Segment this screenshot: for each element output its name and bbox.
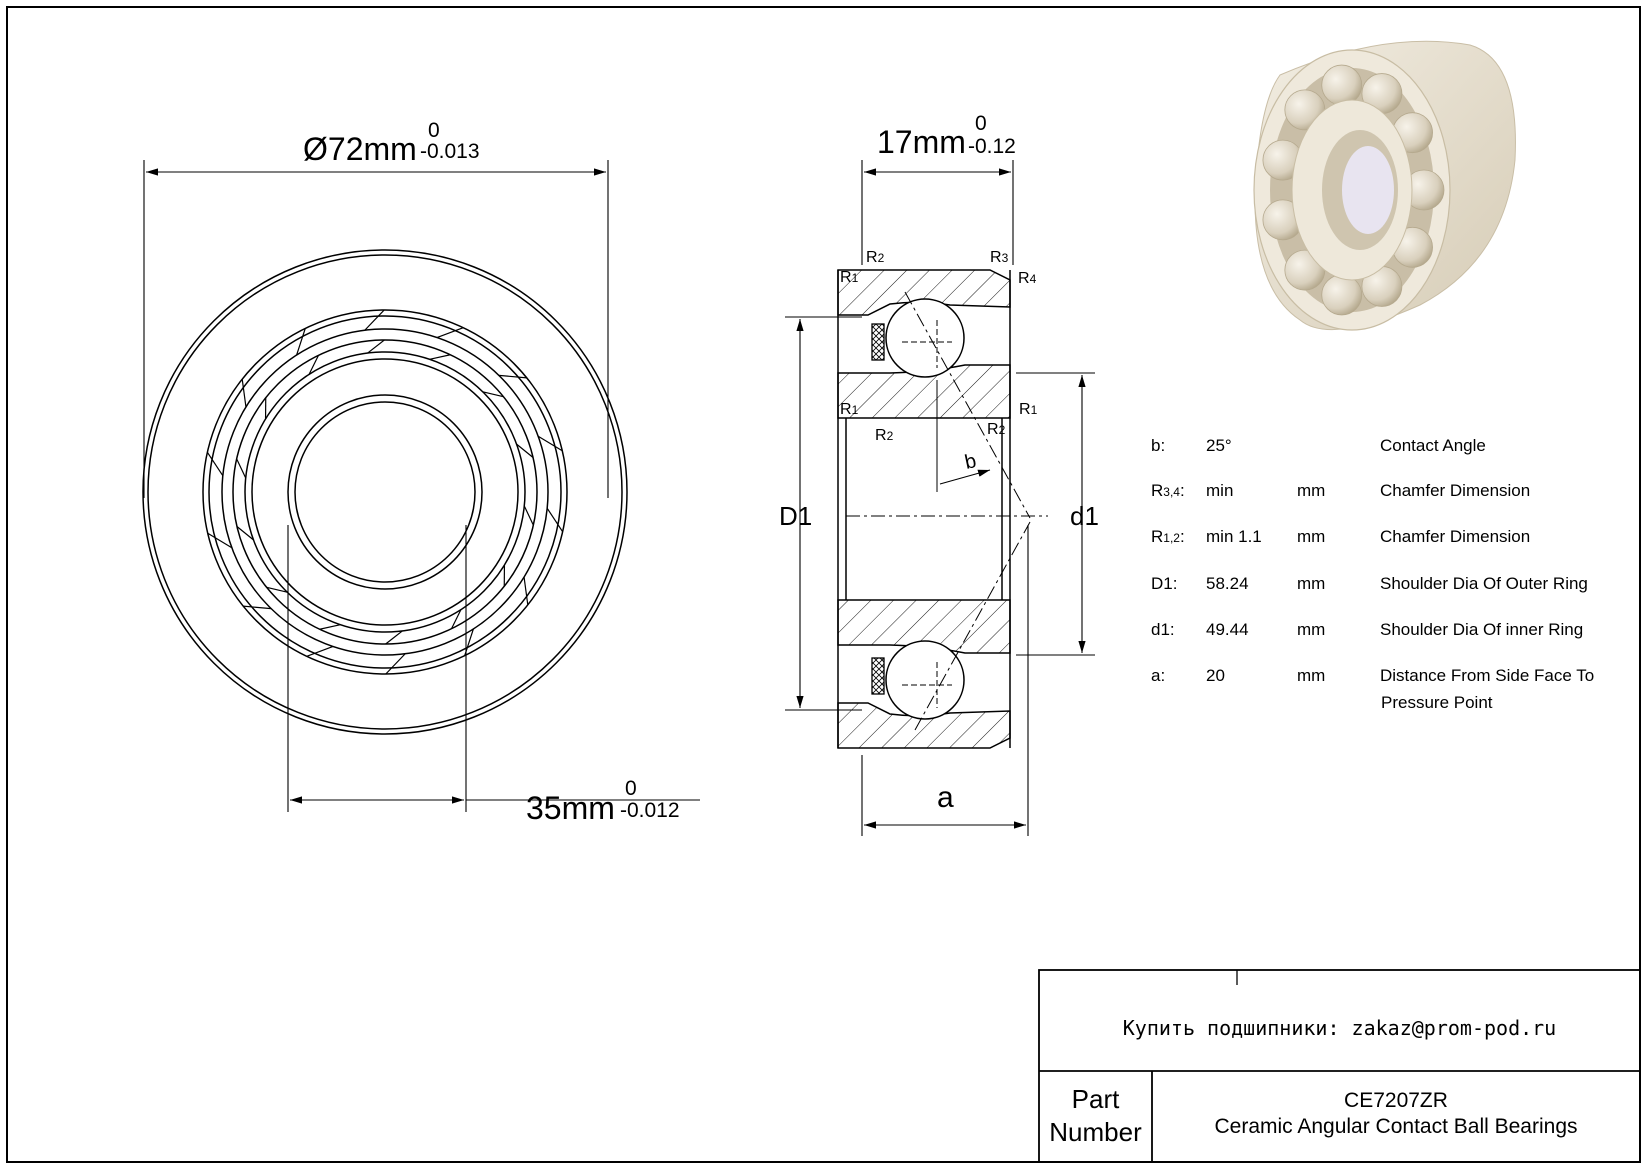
cage-tick [482,391,504,398]
d1-label: d1 [1070,501,1099,531]
contact-line-bottom [914,521,1031,731]
bore-lower-tol: -0.012 [620,799,680,822]
od-upper-tol: 0 [428,119,440,142]
cage-tick [243,605,272,610]
section-dimensions [785,160,1095,836]
spec-symbol: R1,2: [1151,527,1185,546]
D1-label: D1 [779,501,813,531]
cage-inner [232,339,538,645]
cage-ticks [206,309,564,675]
spec-value: 20 [1206,666,1225,685]
seal-bottom [871,657,885,695]
spec-description: Shoulder Dia Of Outer Ring [1380,574,1588,593]
spec-value: 49.44 [1206,620,1249,639]
spec-description: Distance From Side Face To [1380,666,1595,685]
front-dimensions [143,160,700,812]
outer-ring-bore [202,309,568,675]
cage-tick [206,451,224,477]
contact-line: Купить подшипники: zakaz@prom-pod.ru [1122,1016,1557,1040]
cage-tick [429,354,451,360]
spec-symbol: R3,4: [1151,481,1185,500]
cage-tick [367,339,385,354]
cage-tick [516,443,534,458]
section-view [837,269,1048,749]
ball-bottom [885,640,965,720]
inner-ring-shoulder [244,351,526,633]
outer-circle-a [142,249,628,735]
cage-tick [319,624,341,630]
b-angle-arrow [939,469,991,485]
cage-tick [385,630,403,645]
width-value: 17mm [877,124,966,160]
part-label-1: Part [1071,1084,1120,1114]
spec-unit: mm [1297,666,1326,685]
cage-tick [498,374,527,379]
part-description: Ceramic Angular Contact Ball Bearings [1214,1115,1578,1138]
bore-upper-tol: 0 [625,777,637,800]
spec-description: Shoulder Dia Of inner Ring [1380,620,1584,639]
spec-symbol: b: [1151,436,1166,455]
cage-tick [537,435,563,452]
od-lower-tol: -0.013 [420,140,480,163]
cage-tick [436,327,464,339]
spec-description: Chamfer Dimension [1380,527,1531,546]
cage-tick [266,586,288,593]
cage-tick [385,653,406,675]
front-view [142,249,628,735]
ball-3d [1321,64,1363,106]
spec-value: 25° [1206,436,1232,455]
r1-mid-left: R1 [840,401,859,418]
cage-tick [241,379,247,408]
r4-top-right: R4 [1018,270,1037,287]
spec-unit: mm [1297,527,1326,546]
spec-description-cont: Pressure Point [1381,693,1493,712]
cage-tick [523,505,534,526]
spec-unit: mm [1297,574,1326,593]
sheet-border [6,6,1641,1163]
spec-value: 58.24 [1206,574,1249,593]
part-label-2: Number [1049,1117,1142,1147]
r3-top-right: R3 [990,249,1009,266]
spec-unit: mm [1297,481,1326,500]
r1-mid-right: R1 [1019,401,1038,418]
part-number: CE7207ZR [1344,1089,1448,1112]
r2-mid-left: R2 [875,427,894,444]
cage-tick [546,507,564,533]
cage-tick [451,609,462,629]
r2-top-left: R2 [866,249,885,266]
cage-outer [221,328,549,656]
contact-line-top [904,291,1031,519]
spec-symbol: a: [1151,666,1166,685]
cage-tick [308,355,319,375]
spec-description: Contact Angle [1380,436,1486,455]
spec-unit: mm [1297,620,1326,639]
cage-tick [306,645,334,657]
spec-value: min 1.1 [1206,527,1262,546]
bore-circle [287,394,483,590]
title-block [1038,969,1641,1163]
r1-top-left: R1 [840,269,859,286]
spec-value: min [1206,481,1234,500]
od-value: Ø72mm [303,131,417,167]
r2-mid-right: R2 [987,421,1006,438]
ball-top [885,298,965,378]
cage-tick [296,328,306,356]
width-upper-tol: 0 [975,112,987,135]
spec-description: Chamfer Dimension [1380,481,1531,500]
ball-3d [1321,274,1363,316]
width-lower-tol: -0.12 [968,135,1016,158]
cage-tick [364,309,385,331]
cage-tick [523,576,529,605]
seal-top [871,323,885,361]
ball-set-3d [1262,64,1445,316]
cage-tick [236,458,247,479]
cage-tick [236,526,254,541]
bore-value: 35mm [526,790,615,826]
bearing-3d-render [1253,40,1516,331]
spec-symbol: D1: [1151,574,1178,593]
a-label: a [937,781,954,814]
cage-tick [207,532,233,549]
spec-symbol: d1: [1151,620,1175,639]
